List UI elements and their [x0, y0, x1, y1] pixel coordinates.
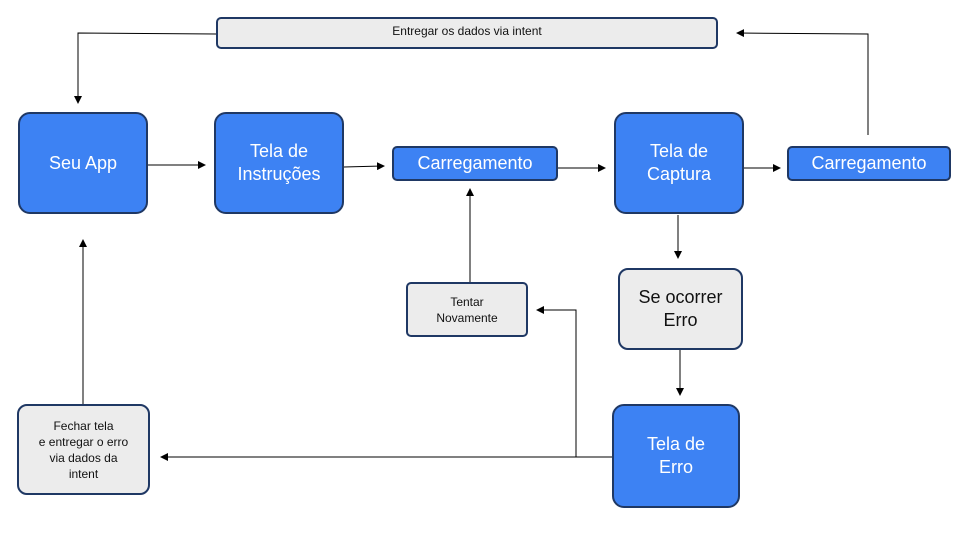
seu-app-node: Seu App — [18, 112, 148, 214]
carregamento-label-2: Carregamento — [811, 153, 927, 173]
entregar-dados-label: Entregar os dados via intent — [392, 24, 542, 38]
tela-instrucoes-label: Tela de Instruções — [237, 141, 321, 184]
tentar-novamente-label: Tentar Novamente — [436, 294, 498, 325]
carregamento-node-2: Carregamento — [787, 146, 951, 181]
arrow-tela-erro-to-tentar — [536, 306, 577, 457]
tela-captura-node: Tela de Captura — [614, 112, 744, 214]
arrow-carregamento-to-entregar — [736, 29, 869, 135]
tela-erro-label: Tela de Erro — [646, 434, 706, 477]
tentar-novamente-node: Tentar Novamente — [406, 282, 528, 337]
fechar-tela-node: Fechar tela e entregar o erro via dados … — [17, 404, 150, 495]
carregamento-label-1: Carregamento — [417, 153, 533, 173]
se-ocorrer-erro-node: Se ocorrer Erro — [618, 268, 743, 350]
arrow-instrucoes-to-carregamento — [343, 162, 385, 171]
arrow-entregar-to-seu-app — [74, 32, 217, 104]
tela-erro-node: Tela de Erro — [612, 404, 740, 508]
fechar-tela-label: Fechar tela e entregar o erro via dados … — [38, 418, 129, 481]
seu-app-label: Seu App — [48, 152, 118, 173]
entregar-dados-node: Entregar os dados via intent — [216, 17, 718, 49]
carregamento-node-1: Carregamento — [392, 146, 558, 181]
se-ocorrer-erro-label: Se ocorrer Erro — [638, 287, 723, 330]
tela-captura-label: Tela de Captura — [646, 141, 712, 184]
tela-instrucoes-node: Tela de Instruções — [214, 112, 344, 214]
